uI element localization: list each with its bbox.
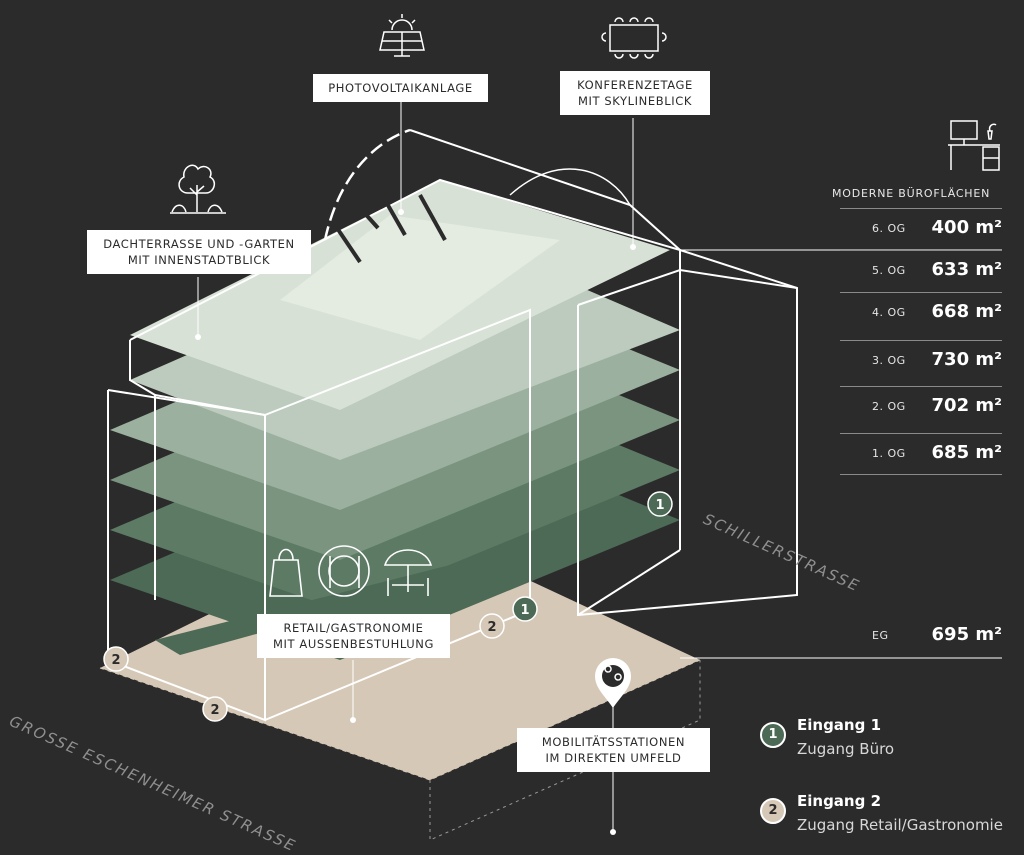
entrance-marker-2b[interactable]: 2 [103, 646, 129, 672]
floor-label: 1. OG [872, 447, 906, 460]
leader-dots [195, 209, 636, 835]
mobility-pin-icon [595, 658, 631, 708]
legend-badge-2: 2 [760, 798, 786, 824]
callout-photovoltaik-label: PHOTOVOLTAIKANLAGE [328, 81, 473, 95]
entrance-marker-1b[interactable]: 1 [512, 596, 538, 622]
floor-row-4: 4. OG 668 m² [840, 292, 1002, 333]
parasol-icon [383, 549, 433, 596]
tree-icon [170, 164, 226, 214]
floor-area: 668 m² [931, 301, 1002, 322]
callout-konferenzetage: KONFERENZETAGE MIT SKYLINEBLICK [560, 71, 710, 115]
floor-label: 2. OG [872, 400, 906, 413]
svg-text:2: 2 [111, 653, 120, 668]
floor-label: EG [872, 629, 889, 642]
desk-icon [948, 120, 1000, 171]
office-section-title: MODERNE BÜROFLÄCHEN [832, 187, 991, 200]
legend-entrance-1: 1 Eingang 1 Zugang Büro [760, 716, 1020, 766]
floor-label: 4. OG [872, 306, 906, 319]
floor-row-1: 1. OG 685 m² [840, 433, 1002, 475]
legend-subtitle-1: Zugang Büro [797, 740, 895, 758]
floor-label: 6. OG [872, 222, 906, 235]
sun-arrows [333, 194, 447, 264]
svg-text:1: 1 [655, 498, 664, 513]
callout-dach-line1: DACHTERRASSE UND -GARTEN [103, 237, 295, 251]
callout-konferenz-line1: KONFERENZETAGE [577, 78, 693, 92]
entrance-marker-1a[interactable]: 1 [647, 491, 673, 517]
callout-dachterrasse: DACHTERRASSE UND -GARTEN MIT INNENSTADTB… [87, 230, 311, 274]
entrance-marker-2a[interactable]: 2 [479, 613, 505, 639]
callout-konferenz-line2: MIT SKYLINEBLICK [578, 94, 692, 108]
svg-text:2: 2 [487, 620, 496, 635]
callout-retail: RETAIL/GASTRONOMIE MIT AUSSENBESTUHLUNG [257, 614, 450, 658]
legend-title-1: Eingang 1 [797, 716, 882, 734]
floor-row-3: 3. OG 730 m² [840, 340, 1002, 381]
legend-subtitle-2: Zugang Retail/Gastronomie [797, 816, 1003, 834]
retail-strip-2 [390, 565, 528, 598]
svg-text:2: 2 [210, 703, 219, 718]
floor-area: 695 m² [931, 624, 1002, 645]
floor-area: 685 m² [931, 442, 1002, 463]
roof-arch [323, 128, 411, 241]
floor-area: 702 m² [931, 395, 1002, 416]
conference-table-icon [601, 17, 667, 59]
entrance-marker-2c[interactable]: 2 [202, 696, 228, 722]
floor-label: 5. OG [872, 264, 906, 277]
floor-area: 730 m² [931, 349, 1002, 370]
callout-mobilitaet: MOBILITÄTSSTATIONEN IM DIREKTEN UMFELD [517, 728, 710, 772]
callout-dach-line2: MIT INNENSTADTBLICK [127, 253, 271, 267]
callout-mobil-line2: IM DIREKTEN UMFELD [545, 751, 682, 765]
ground-dashes [429, 660, 701, 841]
floor-area: 400 m² [931, 217, 1002, 238]
retail-strip-1 [155, 565, 470, 655]
callout-mobil-line1: MOBILITÄTSSTATIONEN [541, 735, 686, 749]
callout-retail-line1: RETAIL/GASTRONOMIE [283, 621, 424, 635]
callout-retail-line2: MIT AUSSENBESTUHLUNG [272, 637, 435, 651]
callout-photovoltaik: PHOTOVOLTAIKANLAGE [313, 74, 488, 102]
conference-arch [509, 168, 631, 206]
legend-badge-1: 1 [760, 722, 786, 748]
floor-area: 633 m² [931, 259, 1002, 280]
floor-label: 3. OG [872, 354, 906, 367]
shopping-bag-icon [269, 548, 303, 597]
floor-row-eg: EG 695 m² [840, 616, 1002, 656]
restaurant-icon [318, 545, 370, 597]
floor-row-2: 2. OG 702 m² [840, 386, 1002, 427]
legend-entrance-2: 2 Eingang 2 Zugang Retail/Gastronomie [760, 792, 1020, 842]
solar-panel-icon [379, 14, 425, 57]
legend-title-2: Eingang 2 [797, 792, 882, 810]
floor-row-5: 5. OG 633 m² [840, 250, 1002, 291]
svg-text:1: 1 [520, 603, 529, 618]
floor-row-6: 6. OG 400 m² [840, 208, 1002, 249]
